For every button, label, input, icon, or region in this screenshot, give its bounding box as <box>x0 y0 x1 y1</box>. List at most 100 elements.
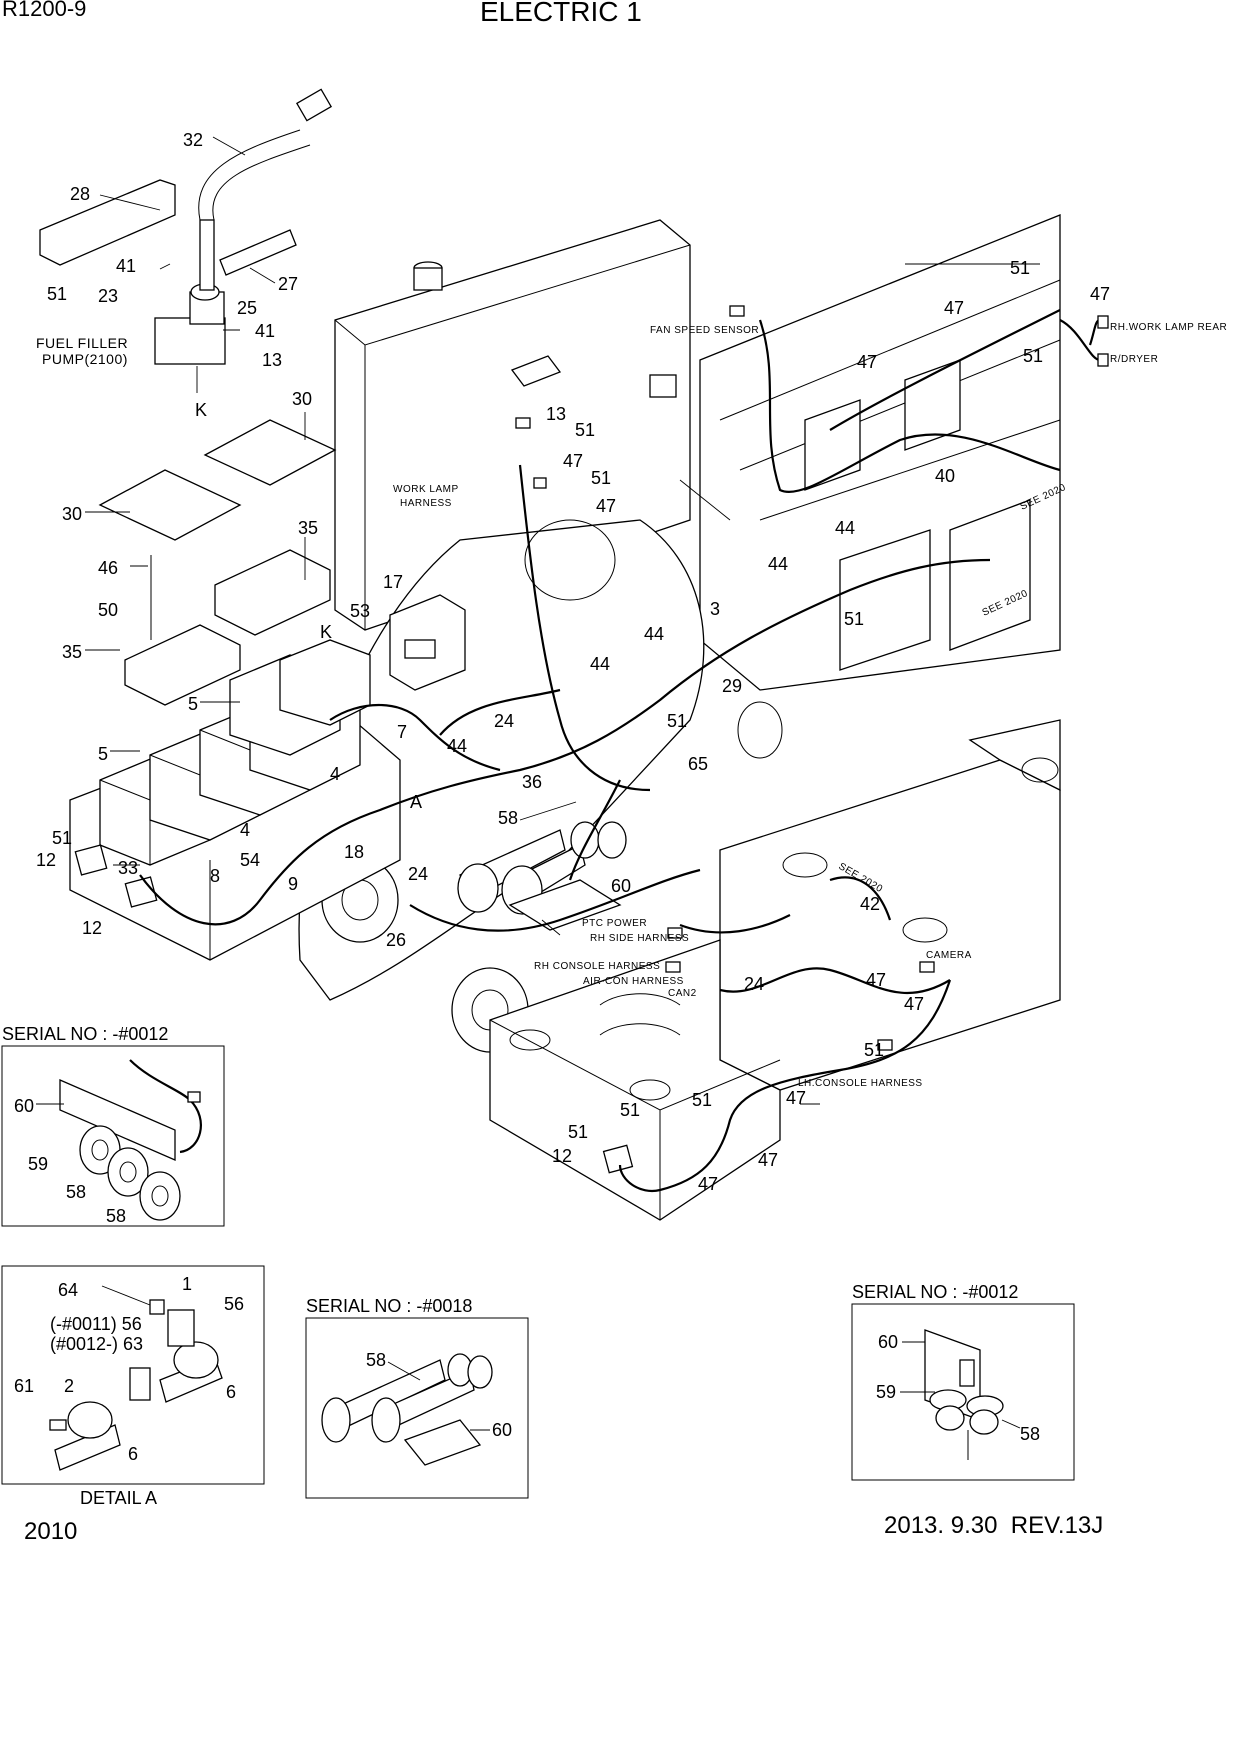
detail-a-marker: A <box>410 792 422 812</box>
callout-51: 51 <box>575 420 595 440</box>
callout-3: 3 <box>710 599 720 619</box>
callout-30: 30 <box>62 504 82 524</box>
work-lamp-harness-note: HARNESS <box>400 498 452 509</box>
work-lamp-harness-note: WORK LAMP <box>393 484 459 495</box>
inset-serial-0012-left: SERIAL NO : -#0012 60 59 58 58 <box>1 1024 225 1227</box>
callout-51: 51 <box>591 468 611 488</box>
callout-42: 42 <box>860 894 880 914</box>
callout-2: 2 <box>64 1376 74 1396</box>
callout-46: 46 <box>98 558 118 578</box>
callout-5: 5 <box>98 744 108 764</box>
callout-6: 6 <box>226 1382 236 1402</box>
callout-50: 50 <box>98 600 118 620</box>
callout-54: 54 <box>240 850 260 870</box>
callout-60: 60 <box>492 1420 512 1440</box>
callout-4: 4 <box>330 764 340 784</box>
callout-51: 51 <box>1023 346 1043 366</box>
model-number: R1200-9 <box>2 0 87 21</box>
detail-a-caption: DETAIL A <box>80 1488 157 1508</box>
revision-stamp: 2013. 9.30 REV.13J <box>884 1512 1104 1539</box>
inset-title: SERIAL NO : -#0012 <box>852 1282 1018 1302</box>
inset-serial-0018: SERIAL NO : -#0018 58 60 <box>305 1296 529 1499</box>
can2-note: CAN2 <box>668 988 697 999</box>
page-code: 2010 <box>24 1518 78 1545</box>
callout-61: 61 <box>14 1376 34 1396</box>
callout-8: 8 <box>210 866 220 886</box>
controller-module <box>389 594 466 691</box>
callout-6: 6 <box>128 1444 138 1464</box>
callout-51: 51 <box>568 1122 588 1142</box>
callout-51: 51 <box>692 1090 712 1110</box>
callout-9: 9 <box>288 874 298 894</box>
mounting-plates <box>98 419 337 706</box>
callout-5: 5 <box>188 694 198 714</box>
callout-59: 59 <box>28 1154 48 1174</box>
callout-51: 51 <box>667 711 687 731</box>
detail-k-marker: K <box>320 622 332 642</box>
callout-60: 60 <box>14 1096 34 1116</box>
callout-47: 47 <box>1090 284 1110 304</box>
callout-32: 32 <box>183 130 203 150</box>
callout-47: 47 <box>857 352 877 372</box>
callout-51: 51 <box>844 609 864 629</box>
callout-41: 41 <box>255 321 275 341</box>
callout-27: 27 <box>278 274 298 294</box>
callout-25: 25 <box>237 298 257 318</box>
callout-58: 58 <box>66 1182 86 1202</box>
callout-47: 47 <box>596 496 616 516</box>
callout-47: 47 <box>698 1174 718 1194</box>
fan-speed-sensor-note: FAN SPEED SENSOR <box>650 325 759 336</box>
callout-65: 65 <box>688 754 708 774</box>
callout-13: 13 <box>262 350 282 370</box>
rh-side-harness-note: RH SIDE HARNESS <box>590 933 689 944</box>
inset-title: SERIAL NO : -#0012 <box>2 1024 168 1044</box>
callout-64: 64 <box>58 1280 78 1300</box>
detail-k-marker: K <box>195 400 207 420</box>
battery-group <box>99 639 371 866</box>
callout-51: 51 <box>620 1100 640 1120</box>
callout-60: 60 <box>611 876 631 896</box>
callout-13: 13 <box>546 404 566 424</box>
battery <box>279 639 371 726</box>
ptc-power-note: PTC POWER <box>582 918 647 929</box>
lh-console-harness-note: LH.CONSOLE HARNESS <box>798 1078 923 1089</box>
callout-51: 51 <box>1010 258 1030 278</box>
callout-35: 35 <box>62 642 82 662</box>
callout-29: 29 <box>722 676 742 696</box>
callout-12: 12 <box>82 918 102 938</box>
callout-23: 23 <box>98 286 118 306</box>
callout-58: 58 <box>1020 1424 1040 1444</box>
callout-59: 59 <box>876 1382 896 1402</box>
callout-28: 28 <box>70 184 90 204</box>
callout-30: 30 <box>292 389 312 409</box>
callout-range-56: (-#0011) 56 <box>50 1314 142 1334</box>
callout-41: 41 <box>116 256 136 276</box>
callout-24: 24 <box>408 864 428 884</box>
connectors <box>515 305 1109 1051</box>
callout-47: 47 <box>866 970 886 990</box>
air-con-harness-note: AIR-CON HARNESS <box>583 976 684 987</box>
callout-40: 40 <box>935 466 955 486</box>
callout-12: 12 <box>552 1146 572 1166</box>
callout-47: 47 <box>563 451 583 471</box>
fuel-filler-pump <box>39 88 333 365</box>
callout-58: 58 <box>498 808 518 828</box>
callout-58: 58 <box>106 1206 126 1226</box>
callout-12: 12 <box>36 850 56 870</box>
inset-title: SERIAL NO : -#0018 <box>306 1296 472 1316</box>
callout-44: 44 <box>644 624 664 644</box>
callout-51: 51 <box>52 828 72 848</box>
callout-7: 7 <box>397 722 407 742</box>
callout-44: 44 <box>768 554 788 574</box>
leader-lines <box>85 136 1040 1105</box>
callout-24: 24 <box>494 711 514 731</box>
detail-a: 64 1 56 (-#0011) 56 (#0012-) 63 2 61 6 6… <box>1 1265 265 1508</box>
lower-right-frame <box>489 719 1061 1221</box>
callout-44: 44 <box>835 518 855 538</box>
callout-4: 4 <box>240 820 250 840</box>
callout-26: 26 <box>386 930 406 950</box>
callout-24: 24 <box>744 974 764 994</box>
camera-note: CAMERA <box>926 950 972 961</box>
callout-36: 36 <box>522 772 542 792</box>
